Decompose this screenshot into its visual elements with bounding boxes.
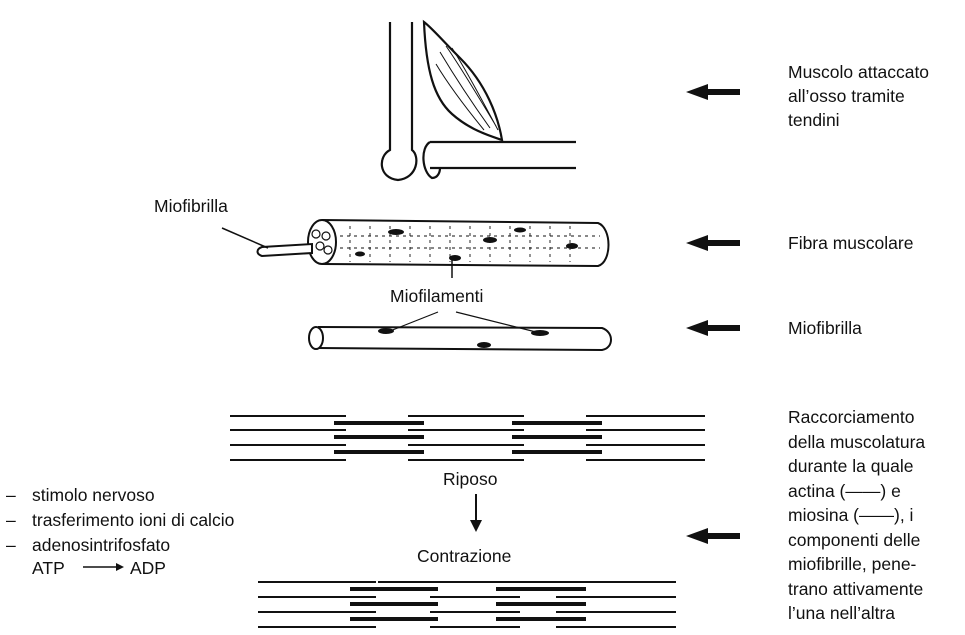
fiber-myofibril-stub [258, 244, 313, 256]
muscle-bone-illustration [382, 22, 576, 180]
bullet-dash: – [6, 533, 32, 557]
bullet-dash: – [6, 483, 32, 507]
shortening-line: della muscolatura [788, 430, 925, 455]
actin-filaments-rest [230, 416, 705, 460]
factor-item: –adenosintrifosfato [6, 533, 170, 557]
factor-text: trasferimento ioni di calcio [32, 510, 234, 530]
myosin-filaments-contracted [350, 589, 586, 619]
arrow-left-icon [686, 320, 740, 336]
muscle-label-line: tendini [788, 108, 929, 132]
myofibril-pointer-line [222, 228, 268, 248]
fiber-body [322, 220, 609, 266]
muscle-belly [424, 22, 502, 140]
shortening-line: l’una nell’altra [788, 601, 925, 626]
bullet-dash: – [6, 508, 32, 532]
adp-label: ADP [130, 556, 166, 580]
sarcomere-rest [230, 416, 705, 460]
factor-item: –stimolo nervoso [6, 483, 155, 507]
myofibril-body [318, 327, 611, 350]
shortening-line: durante la quale [788, 454, 925, 479]
shortening-line: miosina (——), i [788, 503, 925, 528]
myofibril-illustration [309, 312, 611, 350]
sarcomere-contracted [258, 582, 676, 627]
rest-label: Riposo [443, 467, 497, 491]
myofibril-end [309, 327, 323, 349]
muscle-label-line: all’osso tramite [788, 84, 929, 108]
myofibril-label: Miofibrilla [788, 316, 862, 340]
muscle-label-line: Muscolo attaccato [788, 60, 929, 84]
horizontal-bone [423, 142, 576, 178]
arrow-left-icon [686, 528, 740, 544]
arrow-left-icon [686, 84, 740, 100]
factor-text: adenosintrifosfato [32, 535, 170, 555]
atp-label: ATP [32, 556, 65, 580]
muscle-fiber-illustration [258, 220, 609, 266]
factor-text: stimolo nervoso [32, 485, 155, 505]
shortening-description: Raccorciamento della muscolatura durante… [788, 405, 925, 626]
shortening-line: Raccorciamento [788, 405, 925, 430]
contraction-label: Contrazione [417, 544, 511, 568]
factor-item: –trasferimento ioni di calcio [6, 508, 234, 532]
shortening-line: actina (——) e [788, 479, 925, 504]
arrow-down-icon [470, 494, 482, 532]
myosin-filaments-rest [334, 423, 602, 452]
shortening-line: miofibrille, pene- [788, 552, 925, 577]
muscle-striations [436, 46, 498, 130]
shortening-line: componenti delle [788, 528, 925, 553]
myofilaments-label: Miofilamenti [390, 284, 483, 308]
vertical-bone [382, 22, 417, 180]
shortening-line: trano attivamente [788, 577, 925, 602]
muscle-label: Muscolo attaccato all’osso tramite tendi… [788, 60, 929, 132]
actin-filaments-contracted [258, 582, 676, 627]
arrow-left-icon [686, 235, 740, 251]
myofibril-pointer-label: Miofibrilla [154, 194, 228, 218]
arrow-right-icon [83, 563, 124, 571]
fiber-label: Fibra muscolare [788, 231, 913, 255]
